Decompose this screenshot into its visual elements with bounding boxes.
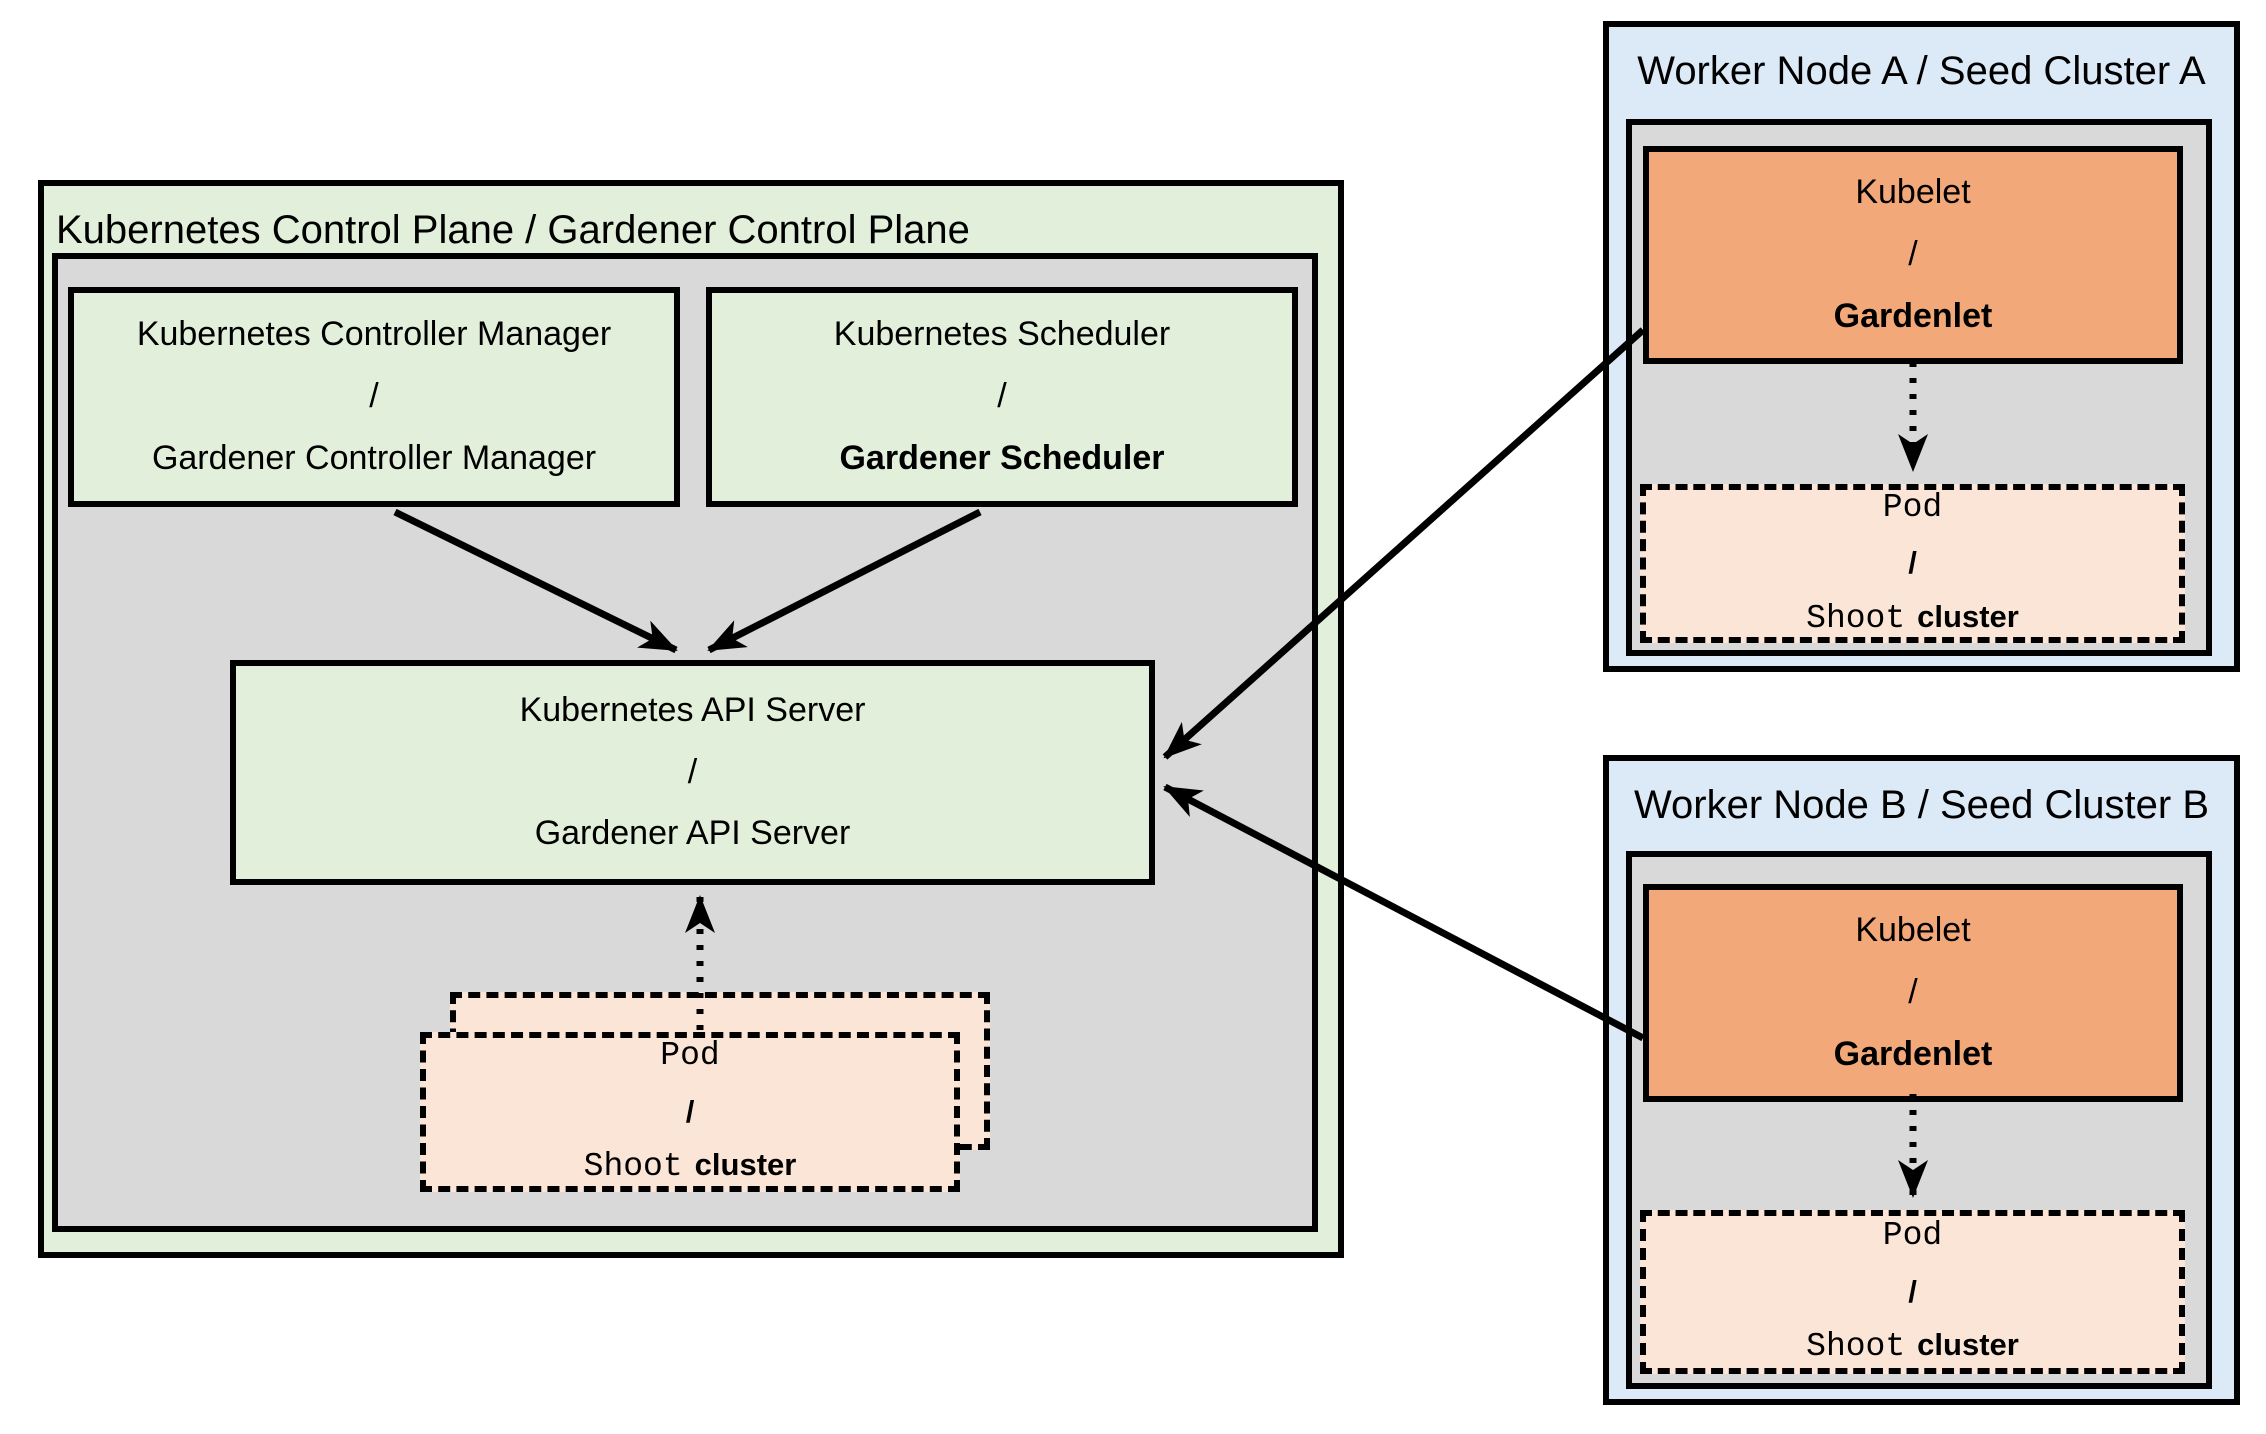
api-server-slash: /	[687, 752, 698, 791]
scheduler-line2: Gardener Scheduler	[839, 438, 1165, 477]
pod-shoot-line: Shoot cluster	[584, 1138, 797, 1196]
controller-manager-slash: /	[369, 377, 379, 416]
control-plane-inner-box: Kubernetes Controller Manager / Gardener…	[52, 253, 1318, 1232]
api-server-line1: Kubernetes API Server	[519, 690, 866, 729]
pod-shoot-cluster-box: Pod / Shoot cluster	[420, 1032, 960, 1192]
controller-manager-line2: Gardener Controller Manager	[151, 438, 597, 477]
control-plane-title: Kubernetes Control Plane / Gardener Cont…	[56, 208, 970, 252]
control-plane-box: Kubernetes Control Plane / Gardener Cont…	[38, 180, 1344, 1258]
shoot-a-word: Shoot	[1806, 599, 1906, 637]
kubelet-b-line1: Kubelet	[1855, 911, 1971, 950]
api-server-box: Kubernetes API Server / Gardener API Ser…	[230, 660, 1155, 885]
cluster-a-word: cluster	[1917, 598, 2019, 634]
pod-slash: /	[685, 1093, 695, 1129]
kubelet-a-label: Kubelet / Gardenlet	[1649, 152, 2177, 358]
worker-node-a-inner-box: Kubelet / Gardenlet Pod / Shoot cluster	[1626, 119, 2212, 656]
kubelet-a-line2: Gardenlet	[1833, 296, 1993, 335]
controller-manager-label: Kubernetes Controller Manager / Gardener…	[74, 293, 674, 501]
pod-shoot-cluster-a-box: Pod / Shoot cluster	[1640, 484, 2185, 643]
pod-shoot-cluster-label: Pod / Shoot cluster	[426, 1037, 954, 1186]
pod-a-line: Pod	[1882, 488, 1943, 526]
worker-node-b-box: Worker Node B / Seed Cluster B Kubelet /…	[1603, 755, 2240, 1405]
api-server-line2: Gardener API Server	[534, 814, 851, 853]
kubelet-b-line2: Gardenlet	[1833, 1034, 1993, 1073]
shoot-word: Shoot	[583, 1148, 683, 1186]
pod-a-slash: /	[1908, 545, 1917, 581]
worker-node-a-box: Worker Node A / Seed Cluster A Kubelet /…	[1603, 21, 2240, 672]
controller-manager-line1: Kubernetes Controller Manager	[136, 315, 612, 354]
pod-shoot-cluster-b-box: Pod / Shoot cluster	[1640, 1210, 2185, 1374]
pod-a-shoot-line: Shoot cluster	[1806, 590, 2019, 648]
scheduler-box: Kubernetes Scheduler / Gardener Schedule…	[706, 287, 1298, 507]
worker-node-b-inner-box: Kubelet / Gardenlet Pod / Shoot cluster	[1626, 851, 2212, 1389]
kubelet-b-slash: /	[1908, 973, 1918, 1012]
pod-shoot-cluster-a-label: Pod / Shoot cluster	[1646, 489, 2179, 637]
kubelet-b-box: Kubelet / Gardenlet	[1643, 884, 2183, 1102]
pod-line: Pod	[660, 1037, 720, 1075]
pod-b-slash: /	[1908, 1273, 1917, 1309]
scheduler-line1: Kubernetes Scheduler	[833, 315, 1171, 354]
controller-manager-box: Kubernetes Controller Manager / Gardener…	[68, 287, 680, 507]
cluster-word: cluster	[694, 1147, 797, 1183]
worker-node-b-title: Worker Node B / Seed Cluster B	[1633, 783, 2210, 827]
api-server-label: Kubernetes API Server / Gardener API Ser…	[236, 666, 1149, 879]
scheduler-label: Kubernetes Scheduler / Gardener Schedule…	[712, 293, 1292, 501]
kubelet-a-line1: Kubelet	[1855, 173, 1971, 212]
scheduler-slash: /	[997, 377, 1007, 416]
pod-b-line: Pod	[1882, 1217, 1943, 1255]
pod-b-shoot-line: Shoot cluster	[1806, 1318, 2019, 1376]
kubelet-b-label: Kubelet / Gardenlet	[1649, 890, 2177, 1096]
shoot-b-word: Shoot	[1806, 1328, 1906, 1366]
pod-shoot-cluster-b-label: Pod / Shoot cluster	[1646, 1216, 2179, 1368]
kubelet-a-slash: /	[1908, 235, 1918, 274]
kubelet-a-box: Kubelet / Gardenlet	[1643, 146, 2183, 364]
cluster-b-word: cluster	[1917, 1327, 2019, 1363]
worker-node-a-title: Worker Node A / Seed Cluster A	[1637, 49, 2206, 93]
